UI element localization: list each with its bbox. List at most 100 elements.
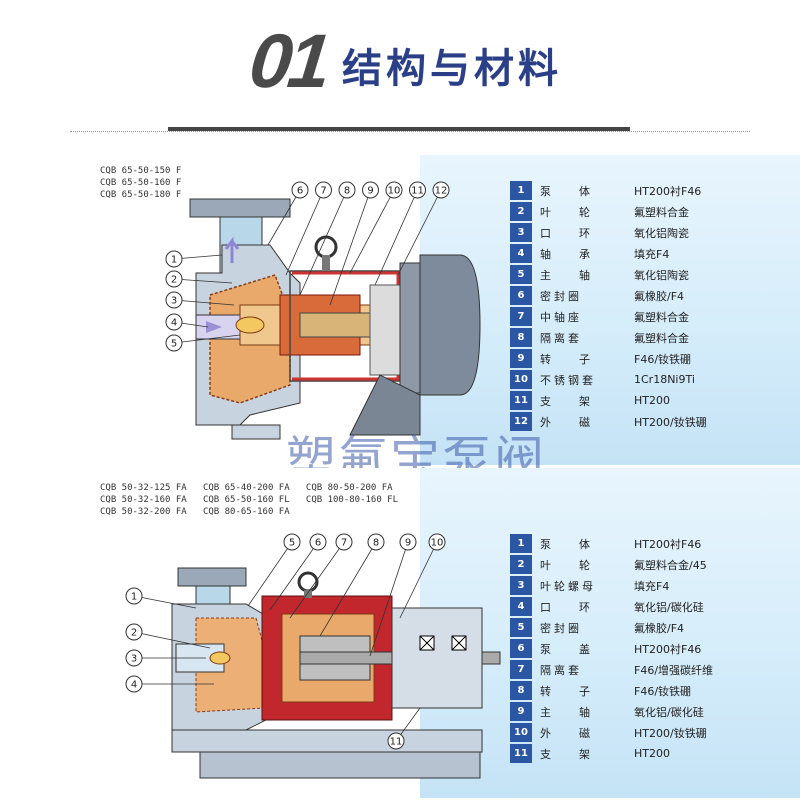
callout-circle xyxy=(165,270,183,288)
part-number: 5 xyxy=(510,618,532,637)
part-number: 10 xyxy=(510,370,532,389)
page-title: 结构与材料 xyxy=(342,46,562,92)
callout-circle xyxy=(125,623,143,641)
callout-leader xyxy=(267,189,301,246)
header-divider-dotted xyxy=(70,131,750,132)
part-material: 氟橡胶/F4 xyxy=(634,621,685,635)
part-name: 隔离套 xyxy=(540,331,582,345)
part-name: 叶轮螺母 xyxy=(540,579,596,593)
part-material: 氧化铝陶瓷 xyxy=(634,226,689,240)
part-number: 2 xyxy=(510,202,532,221)
part-material: HT200/钕铁硼 xyxy=(634,726,707,740)
model-name: CQB 65-50-160 F xyxy=(100,178,182,188)
callout-leader xyxy=(397,189,442,276)
callout-circle xyxy=(291,181,309,199)
callout-number: 4 xyxy=(171,318,177,329)
callout-leader xyxy=(247,541,293,607)
callout-circle xyxy=(335,533,353,551)
part-material: 填充F4 xyxy=(634,579,670,593)
callout-circle xyxy=(399,533,417,551)
part-name: 转子 xyxy=(540,684,618,698)
part-name: 叶轮 xyxy=(540,205,618,219)
callout-leader xyxy=(133,595,197,609)
part-material: HT200衬F46 xyxy=(634,642,702,656)
callout-number: 6 xyxy=(315,538,321,549)
part-material: F46/增强碳纤维 xyxy=(634,663,714,677)
model-name: CQB 50-32-200 FA CQB 80-65-160 FA xyxy=(100,507,290,517)
model-list: CQB 50-32-125 FA CQB 65-40-200 FA CQB 80… xyxy=(100,482,398,518)
part-number: 4 xyxy=(510,597,532,616)
callout-circle xyxy=(409,181,426,199)
callout-circle xyxy=(165,334,183,352)
part-material: F46/钕铁硼 xyxy=(634,684,692,698)
callout-leader xyxy=(319,541,377,637)
part-number: 8 xyxy=(510,681,532,700)
page-header: 01 结构与材料 xyxy=(0,0,800,140)
callout-number: 9 xyxy=(405,538,411,549)
part-number: 9 xyxy=(510,349,532,368)
part-number: 10 xyxy=(510,723,532,742)
callout-number: 8 xyxy=(373,538,379,549)
callout-leader xyxy=(369,541,409,657)
callout-number: 12 xyxy=(435,186,448,197)
callout-number: 4 xyxy=(131,680,137,691)
part-material: F46/钕铁硼 xyxy=(634,352,692,366)
callout-leader xyxy=(289,541,345,619)
part-material: 氧化铝/碳化硅 xyxy=(634,705,704,719)
part-name: 主轴 xyxy=(540,268,618,282)
part-material: 填充F4 xyxy=(634,247,670,261)
part-material: HT200衬F46 xyxy=(634,537,702,551)
part-number: 2 xyxy=(510,555,532,574)
part-name: 转子 xyxy=(540,352,618,366)
callout-leader xyxy=(329,189,371,306)
callout-leader xyxy=(299,189,348,296)
callout-leader xyxy=(399,541,438,619)
pump-diagram-section-2: CQB 50-32-125 FA CQB 65-40-200 FA CQB 80… xyxy=(0,468,800,798)
part-number: 1 xyxy=(510,534,532,553)
callout-number: 2 xyxy=(131,628,137,639)
part-name: 口环 xyxy=(540,226,618,240)
callout-leader xyxy=(133,631,211,649)
callout-circle xyxy=(385,181,403,199)
section-number: 01 xyxy=(245,19,332,104)
callout-circle xyxy=(362,181,379,199)
model-name: CQB 65-50-150 F xyxy=(100,166,182,176)
callout-number: 9 xyxy=(367,186,373,197)
part-name: 支架 xyxy=(540,747,618,761)
callout-number: 1 xyxy=(171,255,177,266)
part-name: 泵体 xyxy=(540,184,618,198)
part-material: HT200衬F46 xyxy=(634,184,702,198)
part-name: 叶轮 xyxy=(540,558,618,572)
part-name: 中轴座 xyxy=(540,310,582,324)
callout-circle xyxy=(125,675,143,693)
part-name: 主轴 xyxy=(540,705,618,719)
callout-number: 7 xyxy=(320,186,326,197)
callout-circle xyxy=(315,181,332,199)
part-name: 不锈钢套 xyxy=(540,373,596,387)
part-number: 7 xyxy=(510,660,532,679)
callout-circle xyxy=(338,181,356,199)
part-material: 1Cr18Ni9Ti xyxy=(634,373,695,386)
part-number: 7 xyxy=(510,307,532,326)
part-number: 4 xyxy=(510,244,532,263)
part-row: 8 转子 F46/钕铁硼 xyxy=(510,681,784,700)
part-number: 9 xyxy=(510,702,532,721)
callout-number: 10 xyxy=(431,538,444,549)
callout-number: 11 xyxy=(390,737,403,748)
part-number: 8 xyxy=(510,328,532,347)
